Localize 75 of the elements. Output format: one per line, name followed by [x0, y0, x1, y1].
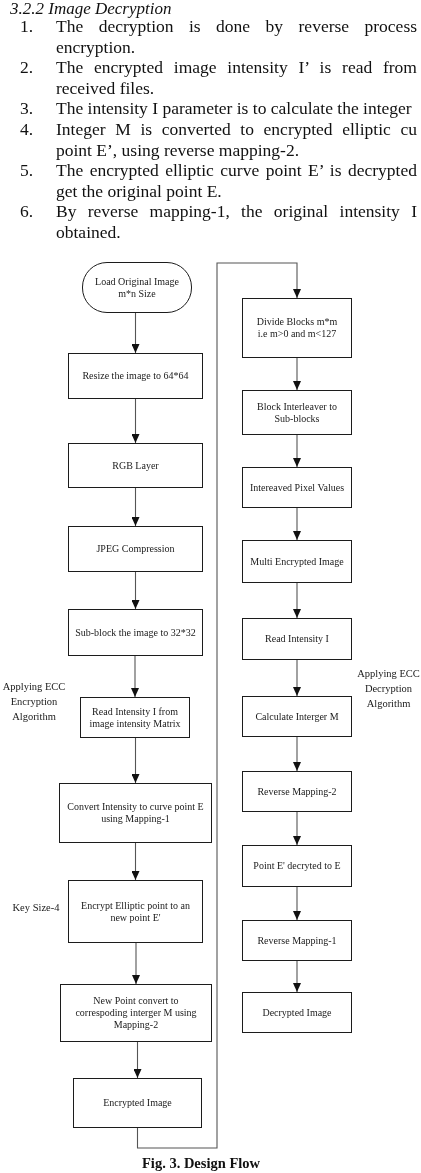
- step-text: Convert Intensity to curve point E using Mapping-1: [66, 801, 205, 825]
- flow-arrow: [293, 507, 301, 541]
- flow-arrow: [293, 960, 301, 993]
- step-text: RGB Layer: [112, 459, 159, 472]
- step-text: Intereaved Pixel Values: [249, 481, 345, 494]
- list-item-text: The encrypted image intensity I’ is read from received files.: [56, 57, 417, 99]
- step-text: Read Intensity I: [265, 633, 329, 645]
- process-box: [73, 1078, 202, 1128]
- flow-arrow: [131, 487, 140, 527]
- step-text: Sub-block the image to 32*32: [75, 626, 196, 639]
- flow-arrow: [131, 312, 140, 354]
- step-text: Divide Blocks m*m i.e m>0 and m<127: [255, 316, 339, 340]
- process-box: [68, 353, 203, 399]
- step-text: Load Original Image m*n Size: [94, 275, 180, 300]
- flow-arrow: [293, 659, 301, 697]
- flow-arrow: [131, 398, 140, 444]
- step-text: Reverse Mapping-1: [257, 934, 337, 947]
- list-number: 3.: [20, 98, 34, 119]
- list-item-text: Integer M is converted to encrypted elliptic cu point E’, using reverse mapping-2.: [56, 118, 417, 161]
- figure-caption: Fig. 3. Design Flow: [142, 1155, 260, 1171]
- flow-arrow: [293, 886, 301, 921]
- list-item-text: The intensity I parameter is to calculate the integer: [56, 98, 413, 119]
- step-text: Encrypted Image: [103, 1097, 172, 1109]
- list-number: 5.: [20, 160, 34, 183]
- flow-arrow: [131, 842, 140, 881]
- flow-arrow: [293, 434, 301, 468]
- flow-arrow: [136, 262, 301, 1149]
- step-text: Decrypted Image: [262, 1006, 332, 1019]
- process-box: [242, 920, 352, 961]
- step-text: Multi Encrypted Image: [250, 555, 344, 568]
- process-box: [242, 298, 352, 358]
- list-item-text: The encrypted elliptic curve point E’ is decrypted get the original point E.: [56, 160, 417, 202]
- flow-arrow: [131, 737, 140, 784]
- process-box: [68, 609, 203, 656]
- list-number: 2.: [20, 57, 34, 80]
- section-heading: 3.2.2 Image Decryption: [10, 0, 172, 17]
- step-text: New Point convert to correspoding interger M using Mapping-2: [74, 995, 198, 1031]
- side-note: Applying ECC Encryption Algorithm: [1, 680, 67, 724]
- process-box: [80, 697, 190, 738]
- process-box: [68, 526, 203, 572]
- process-box: [242, 618, 352, 660]
- process-box: [242, 696, 352, 737]
- flow-arrow: [131, 655, 139, 698]
- start-terminal: [82, 262, 192, 313]
- flow-arrow: [293, 582, 301, 619]
- process-box: [68, 443, 203, 488]
- step-text: Resize the image to 64*64: [82, 370, 189, 382]
- process-box: [242, 992, 352, 1033]
- step-text: Point E' decryted to E: [253, 860, 341, 872]
- flow-arrow: [293, 736, 301, 772]
- flow-arrow: [293, 811, 301, 846]
- process-box: [68, 880, 203, 943]
- side-note: Applying ECC Decryption Algorithm: [356, 667, 421, 711]
- process-box: [242, 540, 352, 583]
- process-box: [59, 783, 212, 843]
- process-box: [242, 390, 352, 435]
- step-text: JPEG Compression: [96, 543, 175, 555]
- process-box: [242, 845, 352, 887]
- step-text: Block Interleaver to Sub-blocks: [256, 400, 338, 425]
- step-text: Calculate Interger M: [255, 710, 339, 723]
- list-number: 6.: [20, 201, 34, 224]
- process-box: [242, 771, 352, 812]
- flow-arrow: [293, 357, 301, 391]
- flow-arrow: [131, 571, 140, 610]
- process-box: [60, 984, 212, 1042]
- list-number: 1.: [20, 16, 34, 38]
- side-note: Key Size-4: [12, 901, 60, 915]
- step-text: Encrypt Elliptic point to an new point E': [80, 899, 191, 924]
- process-box: [242, 467, 352, 508]
- step-text: Reverse Mapping-2: [257, 785, 337, 798]
- step-text: Read Intensity I from image intensity Matrix: [88, 705, 182, 730]
- flow-arrow: [132, 942, 140, 985]
- flow-arrow: [133, 1041, 142, 1079]
- list-number: 4.: [20, 118, 34, 141]
- list-item-text: By reverse mapping-1, the original intensity I obtained.: [56, 201, 417, 243]
